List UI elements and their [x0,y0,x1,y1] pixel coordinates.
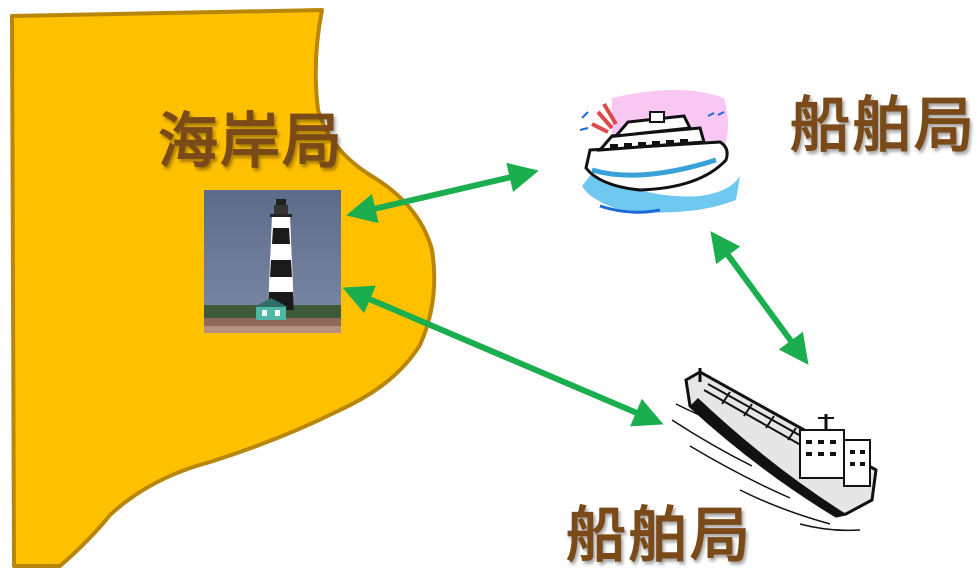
cruise-ship-icon [579,90,740,214]
lighthouse-icon [204,190,341,333]
arrow-coast-to-cruise-ship [346,162,539,224]
coast-station-label: 海岸局 [158,107,344,177]
ship-station-label-top: 船舶局 [790,91,976,161]
arrow-coast-to-cargo-ship [342,285,664,427]
ship-station-label-bottom: 船舶局 [566,501,752,571]
arrow-cruise-ship-to-cargo-ship [710,231,809,365]
cargo-ship-icon [671,368,878,532]
